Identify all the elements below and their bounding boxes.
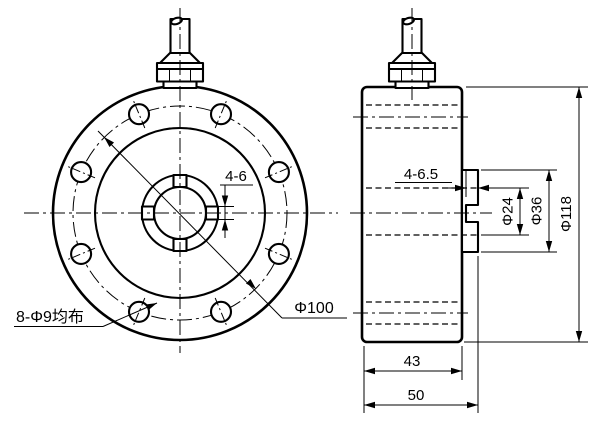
body-thickness-label: 43 bbox=[404, 353, 421, 370]
face-holes-label: 4-6.5 bbox=[404, 166, 438, 183]
bolt-holes-label: 8-Φ9均布 bbox=[16, 308, 84, 326]
body-outline bbox=[360, 85, 464, 344]
dim-bore: Φ24 bbox=[481, 187, 529, 236]
dim-hub-slots: 4-6 bbox=[219, 168, 253, 238]
cable-hole bbox=[402, 16, 415, 26]
bolt-hole bbox=[267, 242, 290, 265]
bolt-hole bbox=[70, 242, 93, 265]
bolt-hole bbox=[209, 103, 233, 126]
bore-dia-label: Φ24 bbox=[500, 197, 517, 226]
bolt-holes bbox=[67, 100, 293, 326]
bolt-hole bbox=[127, 103, 151, 126]
bolt-hole bbox=[267, 161, 290, 184]
bolt-circle-label: Φ100 bbox=[294, 300, 334, 317]
dim-face-holes: 4-6.5 bbox=[395, 166, 503, 197]
dim-overall-thickness: 50 bbox=[364, 256, 479, 413]
side-view: 4-6.5 Φ24 Φ36 bbox=[350, 8, 588, 413]
hub-dia-label: Φ36 bbox=[529, 197, 546, 226]
bolt-hole bbox=[127, 300, 151, 323]
bolt-hole bbox=[209, 300, 233, 323]
bolt-hole bbox=[70, 161, 93, 184]
dim-outer: Φ118 bbox=[464, 86, 588, 343]
slot-dim-label: 4-6 bbox=[225, 168, 247, 185]
front-view: Φ100 4-6 8-Φ9均布 bbox=[14, 8, 347, 353]
dim-hub: Φ36 bbox=[481, 169, 557, 253]
outer-dia-label: Φ118 bbox=[558, 196, 575, 232]
hub-boss-profile bbox=[460, 168, 480, 254]
hidden-lines bbox=[366, 104, 477, 325]
dim-bolt-circle: Φ100 bbox=[97, 130, 347, 319]
overall-thickness-label: 50 bbox=[408, 387, 425, 404]
cable-hole bbox=[170, 16, 183, 26]
note-bolt-holes: 8-Φ9均布 bbox=[14, 300, 159, 327]
dim-body-thickness: 43 bbox=[363, 346, 463, 413]
